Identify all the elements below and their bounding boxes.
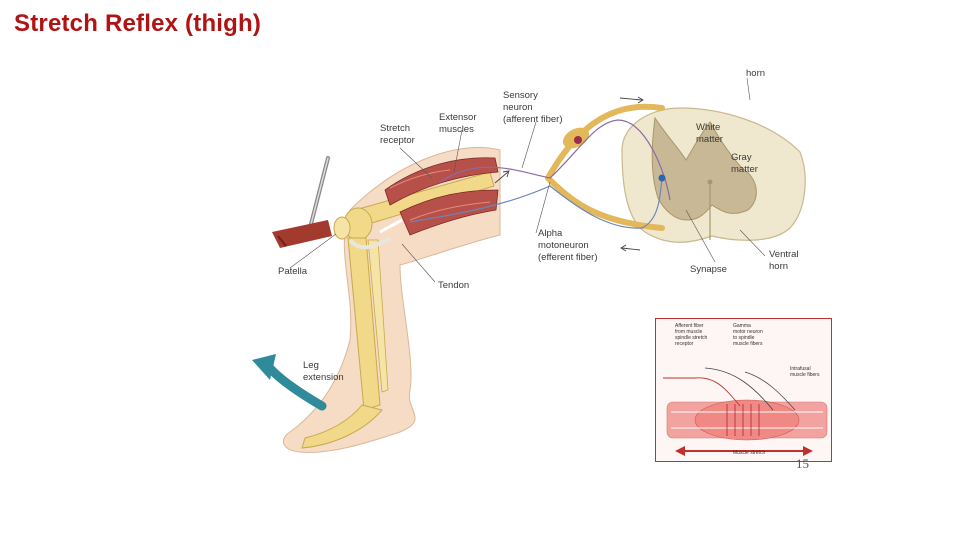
inset-label-afferent: Afferent fiber from muscle spindle stret… [675, 323, 709, 347]
label-white-matter: White matter [696, 122, 723, 145]
motor-neuron-path [409, 177, 663, 229]
sensory-neuron-body-icon [574, 136, 582, 144]
label-leg-extension: Leg extension [303, 360, 344, 383]
label-alpha-motoneuron: Alpha motoneuron (efferent fiber) [538, 228, 598, 263]
inset-label-muscle-stretch: Muscle stretch [733, 450, 765, 456]
label-patella: Patella [278, 266, 308, 277]
spinal-cord-section [621, 107, 806, 243]
tendon [348, 236, 392, 250]
motor-neuron-body-icon [658, 174, 666, 182]
signal-direction-arrows [494, 96, 644, 252]
spindle-muscle-body [666, 399, 828, 441]
inset-label-gamma: Gamma motor neuron to spindle muscle fib… [733, 323, 764, 347]
inset-afferent-fiber [663, 377, 741, 407]
label-synapse: Synapse [690, 264, 727, 275]
label-horn: horn [746, 68, 765, 79]
label-ventral-horn: Ventral horn [769, 249, 801, 272]
inset-label-intrafusal: Intrafusal muscle fibers [790, 366, 820, 378]
label-sensory-neuron: Sensory neuron (afferent fiber) [503, 90, 563, 125]
sensory-neuron-path [439, 119, 671, 201]
label-tendon: Tendon [438, 280, 469, 291]
muscle-stretch-arrow-icon [675, 446, 813, 456]
stretch-reflex-diagram: horn Sensory neuron (afferent fiber) Ext… [252, 68, 806, 453]
reflex-hammer-icon [272, 156, 332, 248]
muscle-spindle-inset: Afferent fiber from muscle spindle stret… [655, 318, 832, 462]
leg-extension-arrow-icon [252, 354, 327, 411]
leg-skin [282, 147, 501, 453]
callout-lines [289, 77, 766, 283]
inset-gamma-fiber [704, 367, 774, 411]
slide-title: Stretch Reflex (thigh) [14, 10, 262, 37]
page-number: 15 [796, 456, 809, 471]
label-gray-matter: Gray matter [731, 152, 758, 175]
label-stretch-receptor: Stretch receptor [380, 123, 415, 146]
leg-bones [301, 171, 495, 449]
patella-bone [333, 216, 351, 240]
label-extensor-muscles: Extensor muscles [439, 112, 479, 135]
